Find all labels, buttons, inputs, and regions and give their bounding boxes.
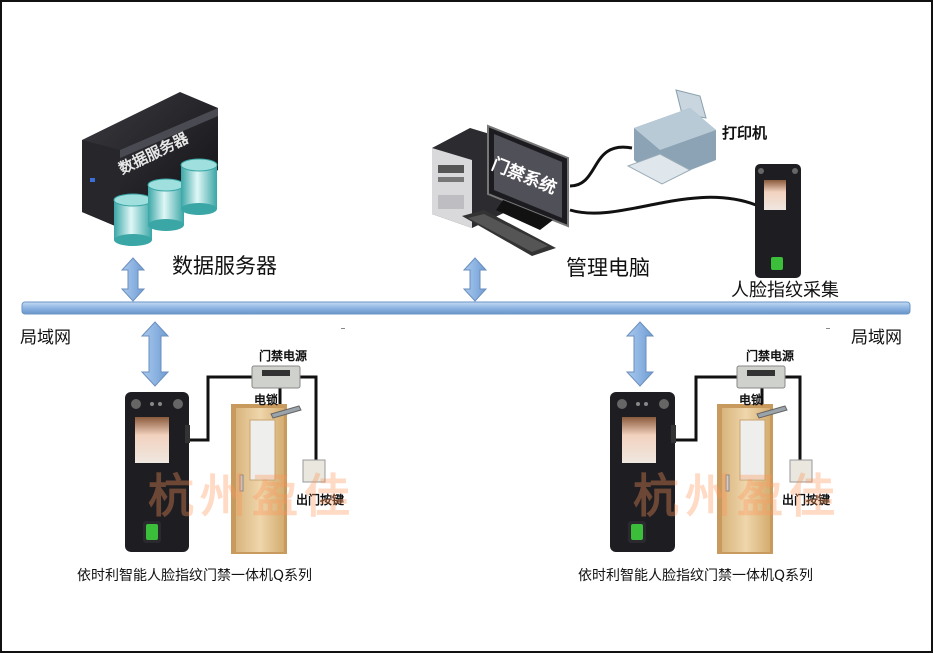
lan-bus-bar [21, 301, 911, 315]
cable-terminal-to-power [189, 375, 252, 442]
power-supply-box [251, 365, 301, 389]
disk-icon [113, 193, 153, 246]
door-handle [725, 474, 730, 492]
fingerprint-sensor [631, 524, 643, 540]
power-supply-label-1: 门禁电源 [259, 349, 308, 363]
terminal-caption-1: 依时利智能人脸指纹门禁一体机Q系列 [77, 568, 313, 584]
exit-button-label-2: 出门按键 [782, 493, 831, 507]
door-unit-1-graphics [125, 365, 326, 554]
arrow-lan-to-terminal-1 [140, 321, 170, 387]
enroll-label: 人脸指纹采集 [731, 280, 839, 301]
cable-power-to-exit [300, 375, 318, 460]
disk-icon [180, 158, 218, 215]
cable-terminal-to-power [675, 375, 737, 442]
electric-lock [756, 405, 788, 419]
disk-icon [147, 178, 185, 231]
power-supply-box [736, 365, 786, 389]
door-unit-2-graphics [610, 365, 813, 554]
stray-mark [341, 328, 345, 329]
electric-lock [270, 405, 302, 419]
electric-lock-label-2: 电锁 [739, 393, 764, 407]
server-label: 数据服务器 [172, 254, 277, 278]
arrow-server-to-lan [120, 257, 146, 302]
fingerprint-sensor [146, 524, 158, 540]
printer-label: 打印机 [722, 124, 768, 142]
stray-mark [826, 328, 830, 329]
power-supply-label-2: 门禁电源 [746, 349, 795, 363]
exit-button-label-1: 出门按键 [296, 493, 345, 507]
electric-lock-label-1: 电锁 [254, 393, 279, 407]
printer-image [626, 89, 716, 185]
door-handle [239, 474, 244, 492]
lan-label-left: 局域网 [20, 328, 71, 348]
data-server-image [82, 92, 218, 246]
pc-label: 管理电脑 [566, 256, 650, 280]
cable-power-to-exit [785, 375, 802, 460]
door-window [249, 419, 276, 481]
terminal-caption-2: 依时利智能人脸指纹门禁一体机Q系列 [578, 568, 814, 584]
cable-pc-to-enroll [569, 195, 757, 215]
enroll-terminal-image [755, 164, 801, 278]
cable-pc-to-printer [569, 145, 633, 188]
arrow-lan-to-terminal-2 [625, 321, 655, 387]
arrow-pc-to-lan [462, 257, 488, 302]
exit-button-device [789, 459, 813, 483]
door-window [739, 419, 766, 481]
lan-label-right: 局域网 [851, 328, 902, 348]
management-pc-image [432, 124, 569, 256]
exit-button-device [302, 459, 326, 483]
